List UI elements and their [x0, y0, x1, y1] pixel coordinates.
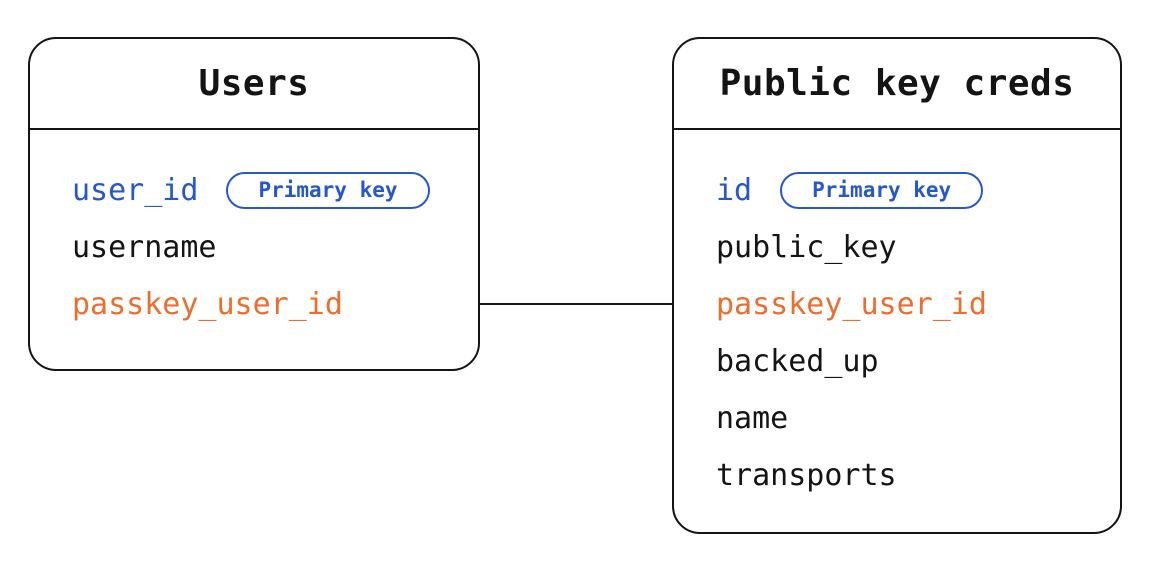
field-name: transports [716, 458, 897, 493]
table-users: Users user_id Primary key username passkey_… [28, 37, 480, 371]
table-public-key-creds: Public key creds id Primary key public_key… [672, 37, 1122, 534]
field-name: passkey_user_id [716, 287, 987, 322]
field-row: backed_up [674, 333, 1120, 390]
field-row: passkey_user_id [30, 276, 478, 333]
field-row: name [674, 390, 1120, 447]
primary-key-badge: Primary key [226, 172, 430, 209]
table-public-key-creds-title: Public key creds [674, 39, 1120, 130]
table-users-title: Users [30, 39, 478, 130]
field-name: username [72, 230, 217, 265]
field-row: id Primary key [674, 162, 1120, 219]
field-name: user_id [72, 173, 199, 208]
field-row: transports [674, 447, 1120, 504]
relationship-line [480, 303, 672, 305]
field-name: backed_up [716, 344, 879, 379]
field-name: passkey_user_id [72, 287, 343, 322]
field-name: name [716, 401, 789, 436]
field-row: username [30, 219, 478, 276]
primary-key-badge: Primary key [780, 172, 984, 209]
field-name: public_key [716, 230, 897, 265]
field-name: id [716, 173, 753, 208]
field-row: user_id Primary key [30, 162, 478, 219]
field-row: passkey_user_id [674, 276, 1120, 333]
table-users-fields: user_id Primary key username passkey_user_i… [30, 130, 478, 333]
field-row: public_key [674, 219, 1120, 276]
